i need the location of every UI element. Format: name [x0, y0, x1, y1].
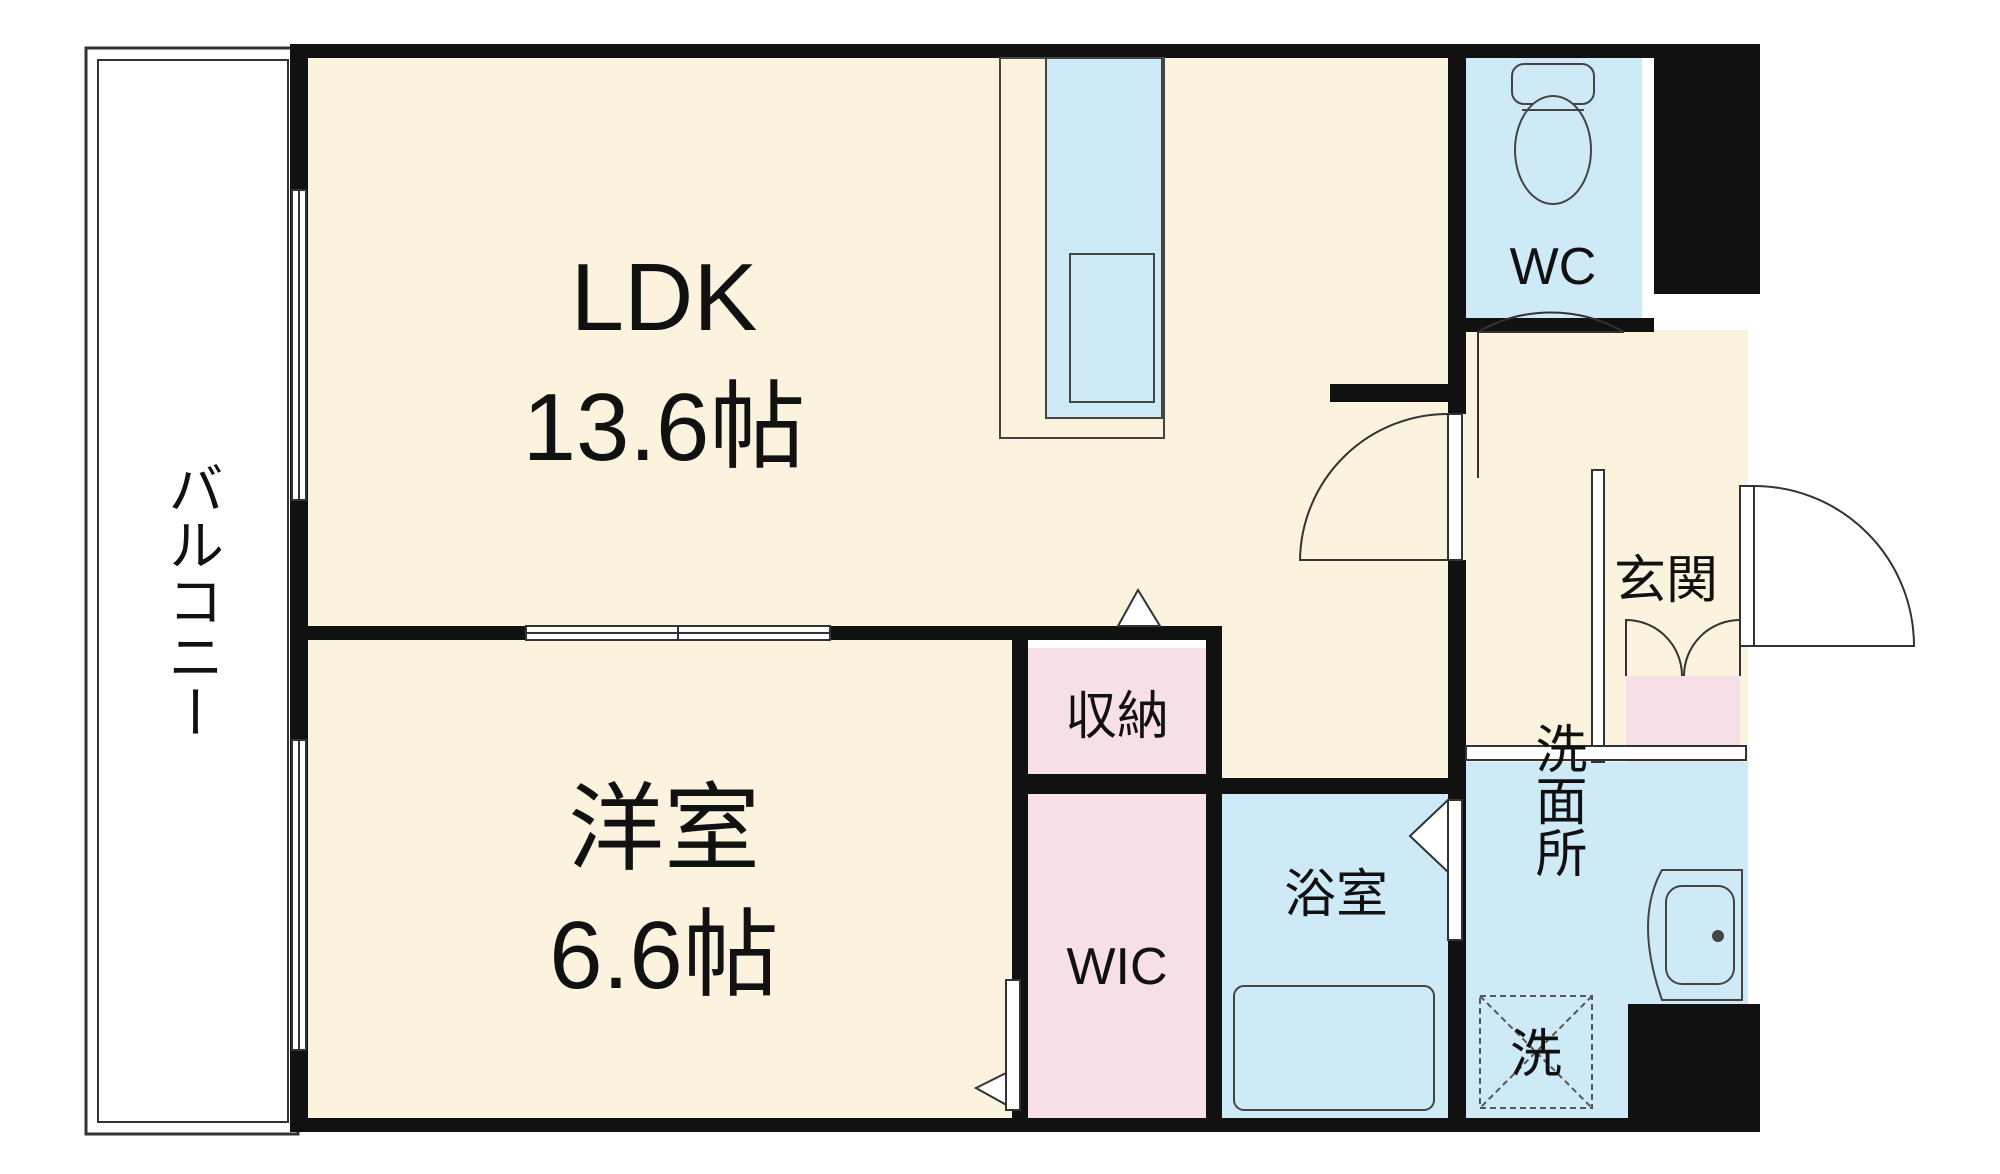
washbasin-icon — [1647, 869, 1743, 1001]
wall-storage-right — [1206, 626, 1222, 1118]
door-storage-marker — [1116, 588, 1162, 627]
washer-label: 洗 — [1510, 1026, 1562, 1084]
balcony-label: バルコニー — [161, 460, 224, 740]
bath-label: 浴室 — [1284, 866, 1388, 924]
western-room-floor — [298, 634, 1020, 1118]
bathtub-icon — [1233, 985, 1435, 1111]
toilet-icon — [1511, 63, 1595, 205]
wall-ldk-stub — [1330, 384, 1448, 402]
washroom-label: 洗面所 — [1527, 722, 1586, 878]
entrance-step — [1465, 745, 1747, 761]
door-entrance-frame — [1739, 485, 1755, 647]
ldk-lower-floor — [1222, 634, 1464, 778]
ldk-size: 13.6帖 — [523, 374, 806, 481]
wic-floor — [1028, 794, 1206, 1118]
black-column-top — [1654, 44, 1760, 294]
kitchen-counter — [999, 57, 1165, 439]
wall-ldk-western-2 — [830, 626, 1220, 640]
walls — [290, 44, 1760, 1132]
wall-wc-left — [1448, 44, 1466, 334]
door-entrance — [1753, 485, 1916, 647]
doors — [973, 311, 1916, 1111]
wic-label: WIC — [1066, 938, 1167, 996]
windows — [291, 189, 831, 1051]
wall-ldk-western — [290, 626, 526, 640]
western-room-size: 6.6帖 — [549, 902, 778, 1009]
wall-storage-wic — [1012, 774, 1222, 794]
wc-label: WC — [1510, 238, 1597, 296]
wall-bath-top — [1222, 778, 1464, 794]
entrance-label: 玄関 — [1614, 552, 1718, 610]
washer-space-icon — [1479, 995, 1593, 1109]
balcony-rail — [97, 59, 289, 1123]
entrance-partition — [1591, 469, 1605, 763]
sink-icon — [1069, 253, 1155, 403]
outer-wall-top — [290, 44, 1760, 58]
wall-wc-bottom — [1464, 318, 1654, 332]
ldk-floor — [298, 56, 1464, 634]
black-column-bottom — [1628, 1004, 1760, 1132]
balcony-area — [84, 46, 300, 1136]
door-ldk — [1298, 413, 1449, 561]
storage-label: 収納 — [1065, 688, 1169, 746]
ldk-name: LDK — [571, 244, 758, 351]
western-room-name: 洋室 — [568, 776, 760, 883]
door-shoe-cabinet — [1625, 618, 1741, 677]
outer-wall-bottom — [290, 1118, 1760, 1132]
door-wc — [1477, 311, 1625, 478]
storage-floor — [1028, 648, 1206, 774]
